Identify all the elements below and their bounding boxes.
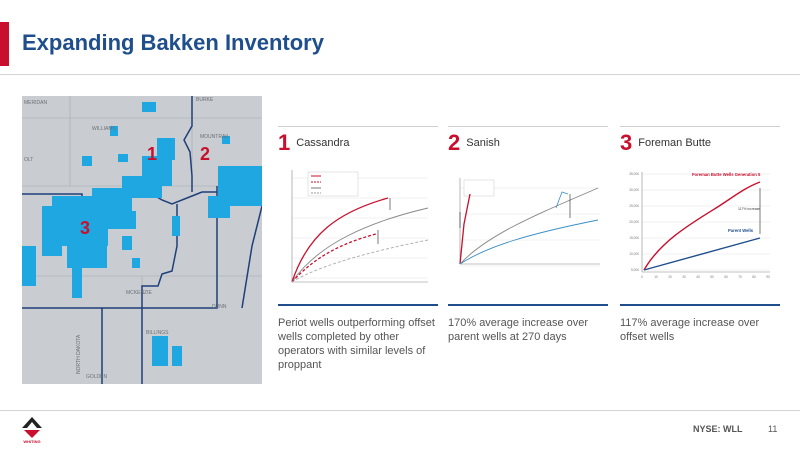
panel-title: Cassandra [296,137,350,149]
panel-title: Sanish [466,137,500,149]
foreman-butte-chart: 35,000 30,000 25,000 20,000 15,000 10,00… [620,164,780,298]
svg-text:DUNN: DUNN [212,304,227,310]
y-tick: 5,000 [631,268,639,272]
y-tick: 30,000 [629,188,639,192]
svg-text:NORTH DAKOTA: NORTH DAKOTA [76,334,82,374]
panel-foreman-butte: 3 Foreman Butte 35,000 30,000 25,000 20,… [620,126,780,343]
series-label-parent: Parent Wells [728,228,754,233]
area-marker-1: 1 [147,144,157,164]
y-tick: 10,000 [629,252,639,256]
y-tick: 20,000 [629,220,639,224]
footer-divider [0,410,800,411]
panel-description: 170% average increase over parent wells … [448,317,589,343]
x-tick: 70 [738,275,742,279]
series-label-foreman: Foreman Butte Wells Generation 5 [692,172,761,177]
sanish-chart [448,164,608,298]
svg-text:MOUNTRAIL: MOUNTRAIL [200,134,230,140]
panel-title: Foreman Butte [638,137,712,149]
x-tick: 50 [710,275,714,279]
panel-description: 117% average increase over offset wells [620,317,760,343]
y-tick: 35,000 [629,172,639,176]
svg-text:WILLIAMS: WILLIAMS [92,126,117,132]
page-number: 11 [768,424,778,434]
svg-text:WHITING: WHITING [23,439,40,444]
svg-text:GOLDEN: GOLDEN [86,374,108,380]
panel-number: 1 [278,130,291,155]
x-tick: 80 [752,275,756,279]
panel-description: Periot wells outperforming offset wells … [278,317,435,371]
x-tick: 20 [668,275,672,279]
svg-text:MCKENZIE: MCKENZIE [126,290,153,296]
annotation: 117% increase [738,207,760,211]
svg-text:BURKE: BURKE [196,97,214,103]
page-title: Expanding Bakken Inventory [22,30,324,55]
bakken-map: MERIDAN BURKE WILLIAMS MOUNTRAIL OLT MCK… [22,96,262,384]
panel-sanish: 2 Sanish 170% average increase over pare… [448,126,608,343]
x-tick: 30 [682,275,686,279]
title-accent-bar [0,22,9,66]
x-tick: 60 [724,275,728,279]
cassandra-chart [278,164,438,298]
x-tick: 40 [696,275,700,279]
map-graphic: MERIDAN BURKE WILLIAMS MOUNTRAIL OLT MCK… [22,96,262,384]
area-marker-3: 3 [80,218,90,238]
whiting-logo-icon: WHITING [22,417,42,444]
y-tick: 15,000 [629,236,639,240]
panel-number: 2 [448,130,461,155]
x-tick: 0 [641,275,643,279]
y-tick: 25,000 [629,204,639,208]
svg-text:OLT: OLT [24,157,33,163]
area-marker-2: 2 [200,144,210,164]
panel-number: 3 [620,130,633,155]
title-divider [0,74,800,75]
panel-cassandra: 1 Cassandra Periot wells outperforming o… [278,126,438,371]
ticker-symbol: NYSE: WLL [693,424,743,434]
svg-text:MERIDAN: MERIDAN [24,100,47,106]
x-tick: 90 [766,275,770,279]
svg-text:BILLINGS: BILLINGS [146,330,169,336]
x-tick: 10 [654,275,658,279]
